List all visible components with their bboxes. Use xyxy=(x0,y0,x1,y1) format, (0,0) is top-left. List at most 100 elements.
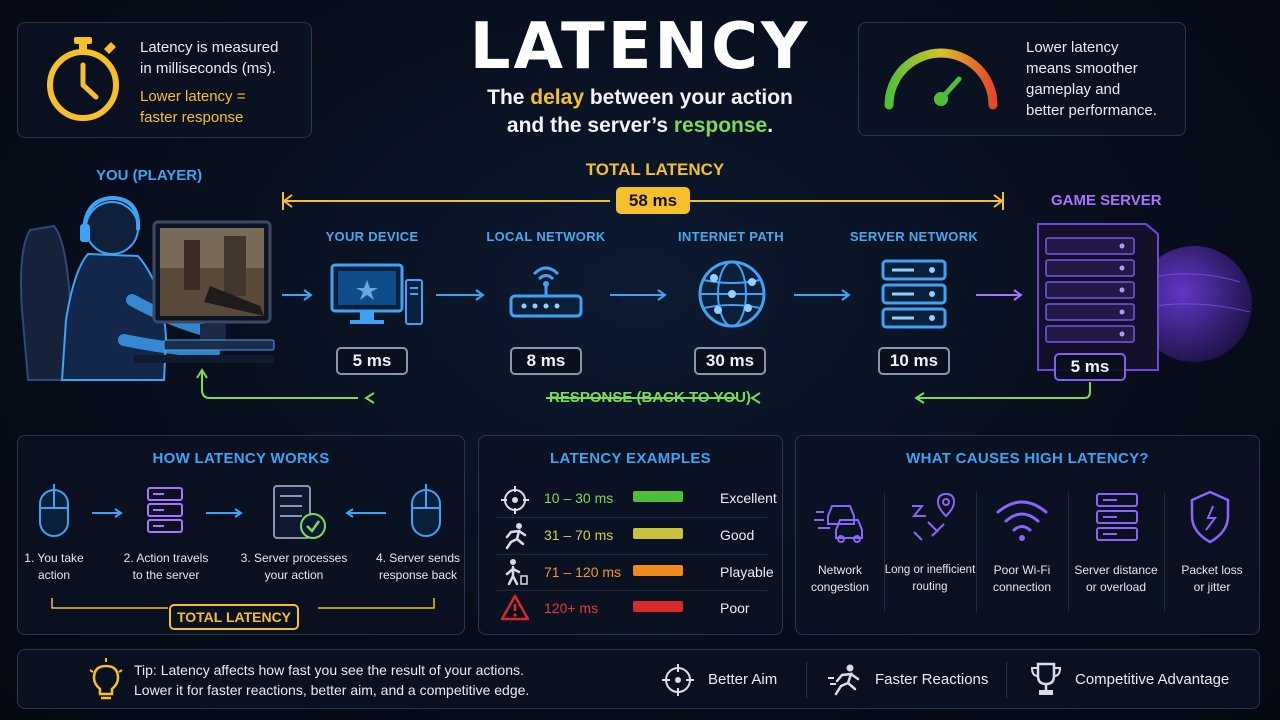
stage-value-server-network: 10 ms xyxy=(878,347,950,375)
info-highlight: Lower latency = xyxy=(140,88,246,105)
info-line: means smoother xyxy=(1026,60,1138,77)
latency-examples-panel: LATENCY EXAMPLES 10 – 30 ms 31 – 70 ms 7… xyxy=(478,435,783,635)
server-rack-icon xyxy=(881,259,947,329)
total-bracket xyxy=(51,598,435,609)
walking-icon xyxy=(505,559,528,586)
wifi-icon xyxy=(996,500,1048,541)
row-divider xyxy=(497,517,767,518)
server-label: GAME SERVER xyxy=(1051,192,1162,209)
cause-text: Long or inefficient routing xyxy=(884,562,976,596)
cause-line: or jitter xyxy=(1193,580,1231,594)
server-check-icon xyxy=(273,485,326,539)
server-value: 5 ms xyxy=(1054,353,1126,381)
gamer-illustration xyxy=(20,195,275,381)
info-box-performance: Lower latency means smoother gameplay an… xyxy=(858,22,1186,136)
running-icon xyxy=(828,664,860,696)
response-line xyxy=(196,368,1091,404)
cause-line: or overload xyxy=(1085,580,1147,594)
stage-value-device: 5 ms xyxy=(336,347,408,375)
warning-icon xyxy=(501,594,529,621)
response-label: RESPONSE (BACK TO YOU) xyxy=(549,389,751,406)
route-icon xyxy=(911,492,956,541)
column-divider xyxy=(976,492,977,612)
tip-text: Tip: Latency affects how fast you see th… xyxy=(134,660,529,700)
tip-line: Lower it for faster reactions, better ai… xyxy=(134,682,530,698)
tag-divider xyxy=(806,662,807,698)
section-title: WHAT CAUSES HIGH LATENCY? xyxy=(906,450,1149,467)
stopwatch-icon xyxy=(47,37,119,121)
cause-text: Packet loss or jitter xyxy=(1164,562,1260,596)
how-latency-works-panel: HOW LATENCY WORKS 1. You take xyxy=(17,435,465,635)
example-range: 120+ ms xyxy=(544,600,599,616)
tag-divider xyxy=(1006,662,1007,698)
speedometer-icon xyxy=(884,48,998,110)
tip-bar: Tip: Latency affects how fast you see th… xyxy=(17,649,1260,709)
page-subtitle: The delay between your action and the se… xyxy=(340,84,940,140)
trophy-icon xyxy=(1030,662,1062,695)
mouse-icon xyxy=(411,484,441,537)
step-line: response back xyxy=(378,568,458,582)
subtitle-text: The xyxy=(487,86,531,109)
mouse-icon xyxy=(39,484,69,537)
subtitle-text: and the server’s xyxy=(506,114,674,137)
player-label: YOU (PLAYER) xyxy=(96,167,203,184)
cause-line: routing xyxy=(912,581,948,593)
example-range: 31 – 70 ms xyxy=(544,527,614,543)
level-bar xyxy=(633,565,683,576)
example-rating: Playable xyxy=(720,564,774,580)
subtitle-highlight-delay: delay xyxy=(530,86,584,109)
example-rating: Poor xyxy=(720,600,750,616)
total-latency-badge: TOTAL LATENCY xyxy=(169,604,299,630)
crosshair-icon xyxy=(501,486,529,514)
example-rating: Excellent xyxy=(720,490,777,506)
step-line: action xyxy=(37,568,71,582)
cause-line: connection xyxy=(992,580,1052,594)
info-line: better performance. xyxy=(1026,102,1157,119)
cause-line: Long or inefficient xyxy=(884,564,976,576)
info-text-performance: Lower latency means smoother gameplay an… xyxy=(1026,37,1157,121)
tag-faster-reactions: Faster Reactions xyxy=(875,671,989,688)
running-icon xyxy=(505,523,527,550)
step-line: your action xyxy=(264,568,324,582)
tag-better-aim: Better Aim xyxy=(708,671,778,688)
info-text-measurement: Latency is measured in milliseconds (ms)… xyxy=(140,37,278,128)
subtitle-text: . xyxy=(767,114,774,137)
cause-line: Packet loss xyxy=(1181,563,1243,577)
step-3-text: 3. Server processes your action xyxy=(240,550,348,584)
causes-panel: WHAT CAUSES HIGH LATENCY? xyxy=(795,435,1260,635)
example-range: 71 – 120 ms xyxy=(544,564,622,580)
cause-line: congestion xyxy=(810,580,870,594)
globe-icon xyxy=(698,260,766,328)
game-server-icon xyxy=(1037,223,1252,371)
step-1-text: 1. You take action xyxy=(18,550,90,584)
shield-icon xyxy=(1190,490,1230,544)
cause-text: Poor Wi-Fi connection xyxy=(976,562,1068,596)
step-line: 2. Action travels xyxy=(123,551,209,565)
server-icon xyxy=(1096,493,1138,541)
total-latency-bracket xyxy=(282,192,1004,210)
step-line: 1. You take xyxy=(24,551,84,565)
info-line: Latency is measured xyxy=(140,39,279,56)
page-title: LATENCY xyxy=(469,10,811,84)
section-title: LATENCY EXAMPLES xyxy=(550,450,711,467)
row-divider xyxy=(497,590,767,591)
step-4-text: 4. Server sends response back xyxy=(374,550,462,584)
cause-line: Network xyxy=(817,563,862,577)
stage-value-local-network: 8 ms xyxy=(510,347,582,375)
cause-line: Poor Wi-Fi xyxy=(993,563,1051,577)
step-line: 3. Server processes xyxy=(240,551,348,565)
subtitle-highlight-response: response xyxy=(673,114,768,137)
info-line: in milliseconds (ms). xyxy=(140,60,276,77)
section-title: HOW LATENCY WORKS xyxy=(152,450,330,467)
level-bar xyxy=(633,601,683,612)
stage-label-device: YOUR DEVICE xyxy=(325,229,419,244)
info-line: gameplay and xyxy=(1026,81,1121,98)
router-icon xyxy=(509,266,583,318)
step-arrows xyxy=(92,508,386,518)
flow-arrows xyxy=(282,289,1023,301)
column-divider xyxy=(1068,492,1069,612)
stage-value-internet-path: 30 ms xyxy=(694,347,766,375)
step-2-text: 2. Action travels to the server xyxy=(114,550,218,584)
step-line: 4. Server sends xyxy=(375,551,461,565)
info-box-measurement: Latency is measured in milliseconds (ms)… xyxy=(17,22,312,138)
